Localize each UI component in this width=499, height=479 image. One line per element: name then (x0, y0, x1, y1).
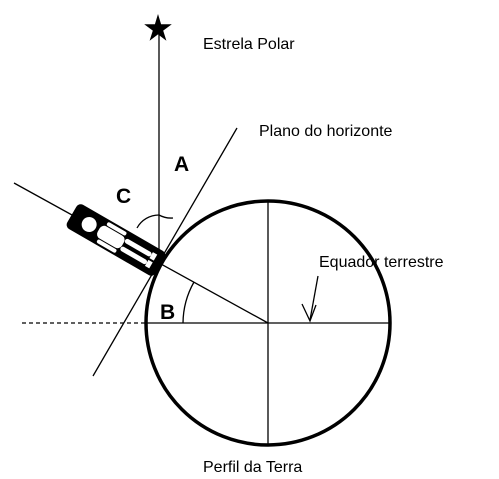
polar-star-label: Estrela Polar (203, 36, 295, 53)
earth-profile-label: Perfil da Terra (203, 459, 303, 476)
equator-label: Equador terrestre (319, 254, 444, 271)
horizon-plane-line (92, 127, 238, 377)
equator-arrow-line (309, 275, 319, 321)
star-icon (144, 14, 172, 41)
angle-c-arc (136, 214, 160, 229)
equator-arrow-head (301, 303, 317, 323)
person-icon (66, 204, 166, 276)
angle-a-arc (158, 214, 174, 219)
angle-a-label: A (174, 153, 190, 176)
angle-b-label: B (160, 301, 176, 324)
horizon-plane-label: Plano do horizonte (259, 123, 393, 140)
angle-c-label: C (116, 185, 132, 208)
angle-b-arc (182, 281, 195, 324)
